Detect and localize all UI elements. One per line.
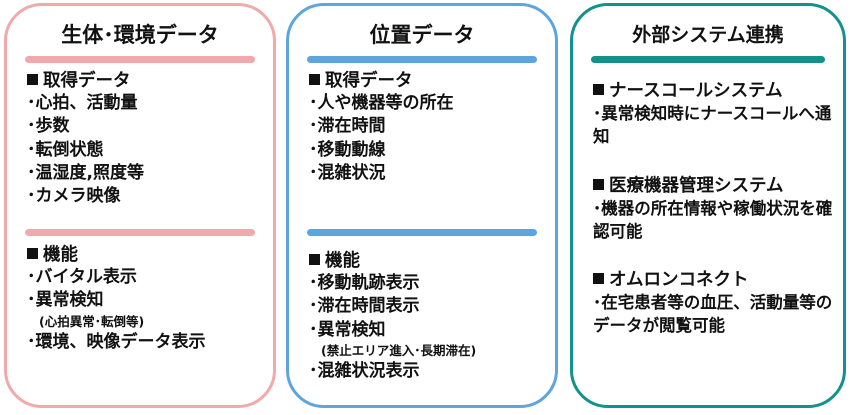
list-item: ･温湿度,照度等 bbox=[27, 162, 144, 183]
section-heading: 取得データ bbox=[27, 70, 267, 92]
list-item: ･異常検知 bbox=[27, 290, 104, 311]
item-list: ･移動軌跡表示 ･滞在時間表示 ･異常検知 (禁止エリア進入･長期滞在) ･混雑… bbox=[309, 272, 549, 383]
list-item: ･混雑状況表示 bbox=[309, 360, 420, 381]
external-integration-panel: 外部システム連携 ナースコールシステム ･異常検知時にナースコールへ通知 医療機… bbox=[570, 3, 846, 408]
panel-title: 位置データ bbox=[369, 23, 475, 47]
section-description: ･在宅患者等の血圧、活動量等のデータが閲覧可能 bbox=[593, 293, 833, 335]
list-item: ･移動動線 bbox=[309, 139, 386, 160]
list-item: ･滞在時間 bbox=[309, 116, 386, 137]
nurse-call-section: ナースコールシステム ･異常検知時にナースコールへ通知 bbox=[593, 80, 837, 148]
function-section: 機能 ･バイタル表示 ･異常検知 (心拍異常･転倒等) ･環境、映像データ表示 bbox=[27, 244, 267, 354]
panel-title: 生体･環境データ bbox=[61, 23, 219, 47]
title-divider bbox=[307, 56, 537, 63]
list-item: ･歩数 bbox=[27, 116, 70, 137]
item-list: ･心拍、活動量 ･歩数 ･転倒状態 ･温湿度,照度等 ･カメラ映像 bbox=[27, 92, 267, 208]
list-item: ･異常検知 bbox=[309, 319, 386, 340]
section-heading: 取得データ bbox=[309, 70, 549, 92]
vital-environment-panel: 生体･環境データ 取得データ ･心拍、活動量 ･歩数 ･転倒状態 ･温湿度,照度… bbox=[4, 3, 276, 408]
list-item-note: (禁止エリア進入･長期滞在) bbox=[321, 342, 477, 358]
section-heading: ナースコールシステム bbox=[593, 80, 837, 102]
title-divider bbox=[25, 56, 255, 63]
square-bullet-icon bbox=[593, 179, 604, 190]
panel-title: 外部システム連携 bbox=[632, 24, 784, 46]
title-divider bbox=[591, 56, 825, 63]
list-item: ･カメラ映像 bbox=[27, 186, 121, 207]
square-bullet-icon bbox=[593, 84, 604, 95]
medical-equipment-section: 医療機器管理システム ･機器の所在情報や稼働状況を確認可能 bbox=[593, 175, 837, 243]
section-heading: 機能 bbox=[27, 244, 267, 266]
list-item: ･人や機器等の所在 bbox=[309, 93, 454, 113]
item-list: ･人や機器等の所在 ･滞在時間 ･移動動線 ･混雑状況 bbox=[309, 92, 549, 185]
section-divider bbox=[25, 229, 255, 236]
section-heading: 医療機器管理システム bbox=[593, 175, 837, 197]
list-item: ･バイタル表示 bbox=[27, 267, 137, 287]
section-heading: 機能 bbox=[309, 250, 549, 272]
square-bullet-icon bbox=[27, 74, 38, 85]
list-item: ･混雑状況 bbox=[309, 162, 386, 183]
square-bullet-icon bbox=[309, 74, 320, 85]
section-heading: オムロンコネクト bbox=[593, 269, 837, 291]
list-item: ･移動軌跡表示 bbox=[309, 273, 420, 293]
section-description: ･機器の所在情報や稼働状況を確認可能 bbox=[593, 199, 833, 241]
list-item: ･心拍、活動量 bbox=[27, 93, 138, 113]
list-item: ･環境、映像データ表示 bbox=[27, 331, 206, 352]
item-list: ･バイタル表示 ･異常検知 (心拍異常･転倒等) ･環境、映像データ表示 bbox=[27, 266, 267, 354]
omron-connect-section: オムロンコネクト ･在宅患者等の血圧、活動量等のデータが閲覧可能 bbox=[593, 269, 837, 337]
section-description: ･異常検知時にナースコールへ通知 bbox=[593, 104, 832, 146]
list-item: ･滞在時間表示 bbox=[309, 296, 420, 317]
acquired-data-section: 取得データ ･人や機器等の所在 ･滞在時間 ･移動動線 ･混雑状況 bbox=[309, 70, 549, 185]
square-bullet-icon bbox=[309, 254, 320, 265]
function-section: 機能 ･移動軌跡表示 ･滞在時間表示 ･異常検知 (禁止エリア進入･長期滞在) … bbox=[309, 250, 549, 383]
list-item-note: (心拍異常･転倒等) bbox=[39, 313, 145, 329]
square-bullet-icon bbox=[27, 248, 38, 259]
acquired-data-section: 取得データ ･心拍、活動量 ･歩数 ･転倒状態 ･温湿度,照度等 ･カメラ映像 bbox=[27, 70, 267, 208]
location-data-panel: 位置データ 取得データ ･人や機器等の所在 ･滞在時間 ･移動動線 ･混雑状況 … bbox=[286, 3, 558, 408]
list-item: ･転倒状態 bbox=[27, 139, 104, 160]
section-divider bbox=[307, 229, 537, 236]
square-bullet-icon bbox=[593, 273, 604, 284]
